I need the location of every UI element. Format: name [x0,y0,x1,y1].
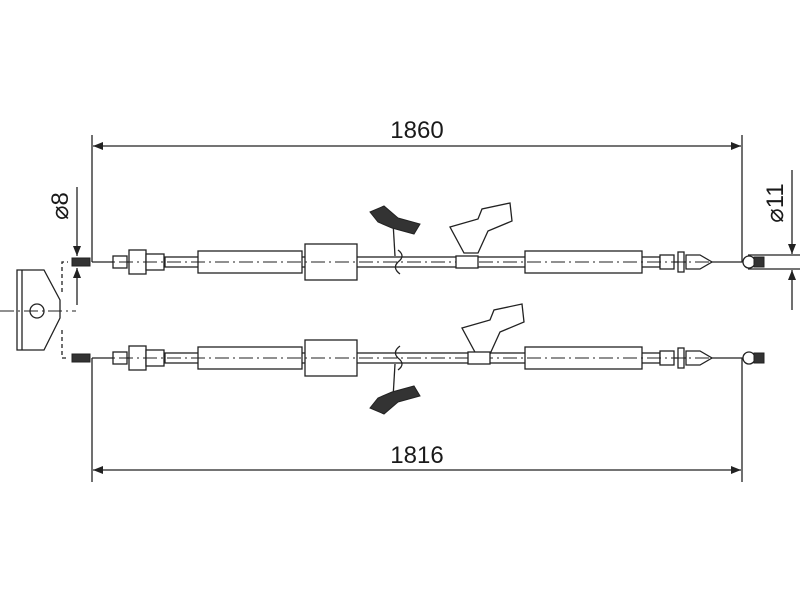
push-clip [369,385,421,415]
mounting-bracket [449,202,513,254]
diameter-label-left: ⌀8 [47,192,74,220]
dimension-1860: 1860 [91,117,743,262]
push-clip [369,205,421,235]
end-nipple-left [71,257,91,267]
cable-assembly-1 [71,202,765,281]
dimension-1816: 1816 [91,358,743,482]
bracket-clamp [467,351,491,365]
diameter-label-right: ⌀11 [762,183,789,222]
end-nipple-right [742,351,756,365]
dimension-label-top: 1860 [390,117,443,144]
dimension-diameter-11: ⌀11 [748,170,800,310]
dimension-diameter-8: ⌀8 [47,187,81,305]
end-nipple-right [742,255,756,269]
end-nipple-cap [753,256,765,268]
cable-assembly-2 [71,303,765,415]
dimension-label-bottom: 1816 [390,442,443,469]
equalizer-bracket [0,261,76,359]
cable-clip-ring [394,345,403,371]
end-nipple-cap [753,352,765,364]
bracket-clamp [455,255,479,269]
cable-clip-ring [394,249,403,275]
mounting-bracket [461,303,525,355]
end-nipple-left [71,353,91,363]
